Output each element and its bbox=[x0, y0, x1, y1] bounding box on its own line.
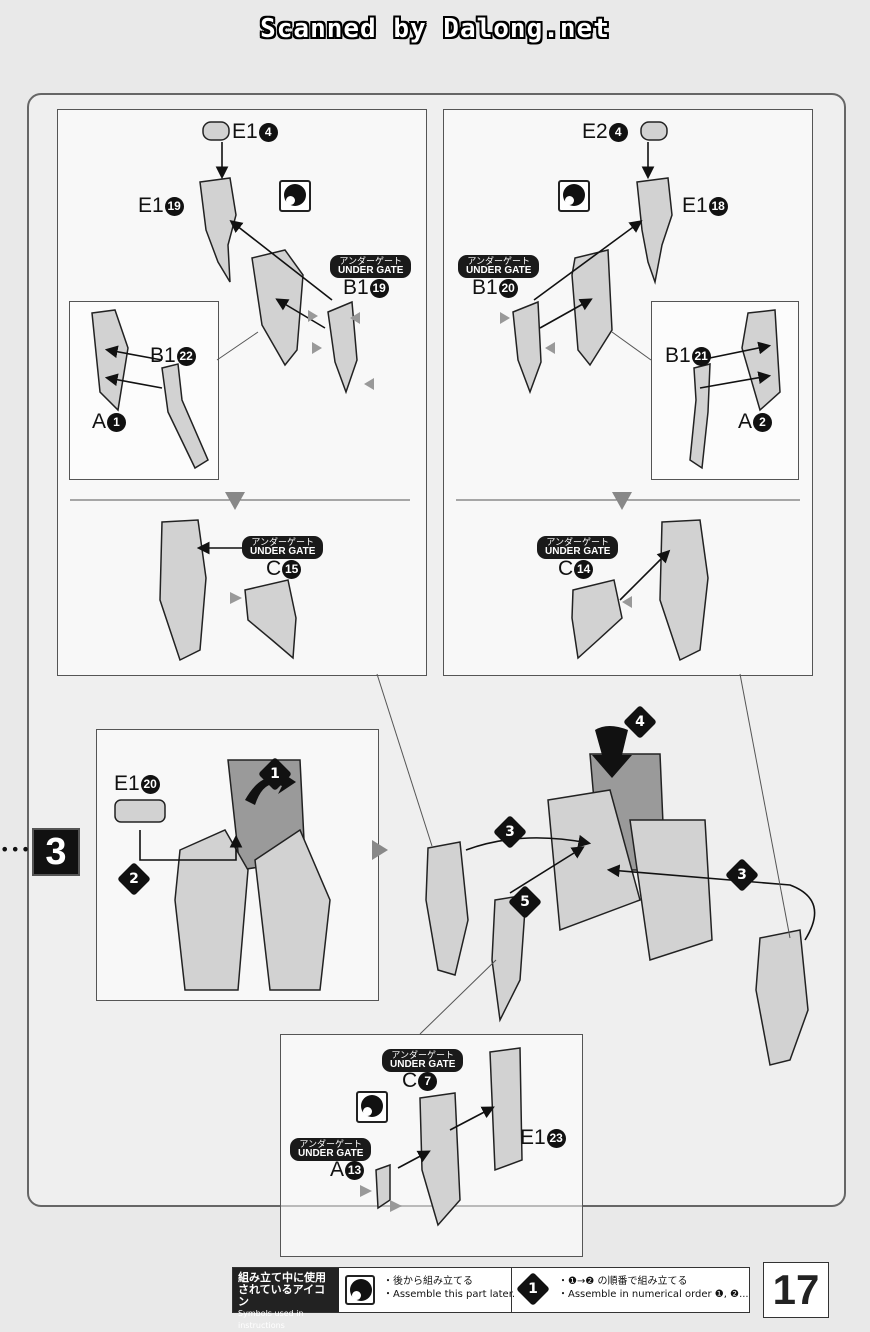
numerical-order-icon: 1 bbox=[516, 1272, 550, 1306]
part-b1-20 bbox=[512, 300, 542, 395]
step-badge-4: 4 bbox=[623, 705, 657, 739]
assemble-later-icon bbox=[279, 180, 311, 212]
symbols-legend: 組み立て中に使用 されているアイコン Symbols used in instr… bbox=[232, 1267, 750, 1330]
leg-left-2 bbox=[254, 828, 331, 991]
push-down-arrow-icon bbox=[592, 726, 632, 778]
part-a1 bbox=[91, 309, 129, 412]
part-e1-23 bbox=[489, 1047, 523, 1172]
page-number: 17 bbox=[763, 1262, 829, 1318]
part-c14 bbox=[571, 579, 623, 660]
part-e1-20 bbox=[114, 799, 166, 823]
part-a2 bbox=[741, 309, 781, 412]
assemble-later-icon bbox=[558, 180, 590, 212]
step-dots: •••• bbox=[0, 840, 42, 859]
step-badge-2: 2 bbox=[117, 862, 151, 896]
step-number-box: 3 bbox=[32, 828, 80, 876]
step-badge-1: 1 bbox=[258, 757, 292, 791]
legend-title: 組み立て中に使用 されているアイコン Symbols used in instr… bbox=[233, 1268, 339, 1330]
armor-left-assembled bbox=[159, 519, 207, 662]
part-c15 bbox=[244, 579, 297, 660]
side-skirt-left bbox=[425, 841, 469, 976]
part-b1-21 bbox=[689, 363, 711, 470]
armor-e1-18 bbox=[636, 177, 673, 285]
armor-e1-19 bbox=[199, 177, 237, 283]
step-badge-3: 3 bbox=[493, 815, 527, 849]
watermark: Scanned by Dalong.net bbox=[260, 14, 610, 44]
step-badge-5: 5 bbox=[508, 885, 542, 919]
part-a13 bbox=[375, 1163, 391, 1210]
part-b1-22 bbox=[161, 363, 209, 470]
leg-left-1 bbox=[174, 829, 249, 991]
legend-order-text: ・❶→❷ の順番で組み立てる ・Assemble in numerical or… bbox=[558, 1276, 749, 1300]
assemble-later-icon bbox=[356, 1091, 388, 1123]
armor-right-assembled bbox=[659, 519, 709, 662]
part-c7 bbox=[419, 1092, 461, 1227]
leg-right-2 bbox=[629, 819, 713, 961]
leg-right-1 bbox=[547, 789, 641, 932]
part-e2-4 bbox=[640, 121, 668, 141]
side-skirt-right bbox=[755, 929, 809, 1066]
step-badge-3b: 3 bbox=[725, 858, 759, 892]
part-e1-4-left bbox=[202, 121, 230, 141]
armor-plate-left bbox=[251, 249, 304, 367]
legend-later-text: ・後から組み立てる ・Assemble this part later. bbox=[383, 1276, 516, 1300]
assemble-later-icon bbox=[345, 1275, 375, 1305]
part-b1-19 bbox=[327, 300, 358, 395]
